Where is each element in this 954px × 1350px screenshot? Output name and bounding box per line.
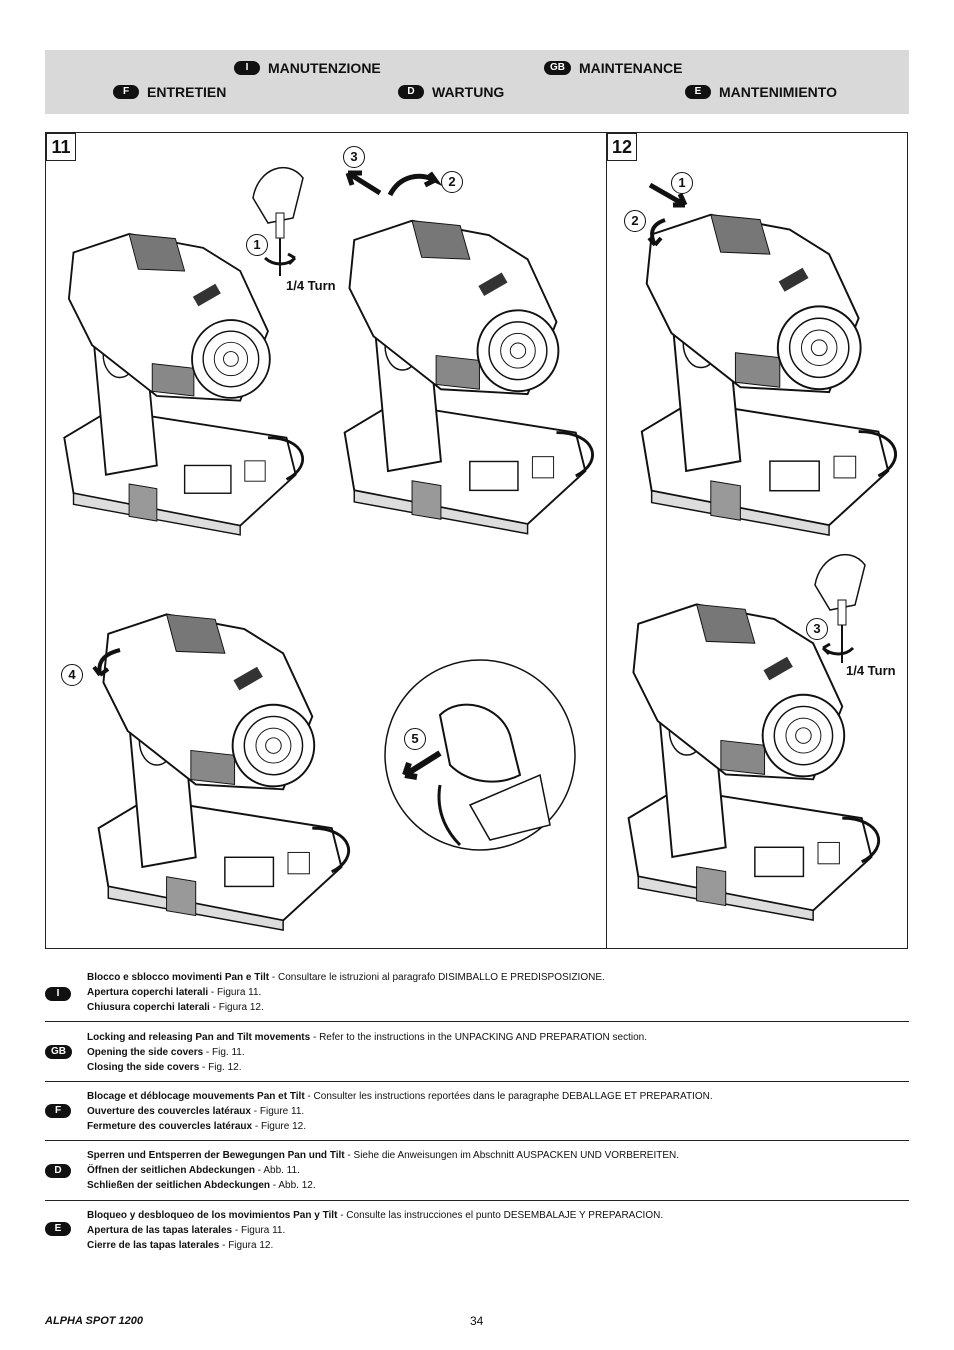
figure-number-11: 11 bbox=[46, 133, 76, 161]
section-f: F Blocage et déblocage mouvements Pan et… bbox=[45, 1089, 909, 1139]
lang-badge-f: F bbox=[45, 1104, 71, 1118]
instruction-bold: Opening the side covers bbox=[87, 1047, 204, 1058]
instruction-text: - Siehe die Anweisungen im Abschnitt AUS… bbox=[344, 1150, 680, 1161]
instruction-bold: Fermeture des couvercles latéraux bbox=[87, 1121, 253, 1132]
instruction-bold: Bloqueo y desbloqueo de los movimientos … bbox=[87, 1210, 338, 1221]
instruction-text: - Consulter les instructions reportées d… bbox=[304, 1091, 713, 1102]
instruction-text: - Consulte las instrucciones el punto DE… bbox=[337, 1210, 664, 1221]
quarter-turn-label: 1/4 Turn bbox=[286, 278, 336, 293]
step-marker-2: 2 bbox=[624, 210, 646, 232]
page-number: 34 bbox=[470, 1314, 484, 1328]
lang-badge-d: D bbox=[45, 1164, 71, 1178]
step-marker-3: 3 bbox=[343, 146, 365, 168]
instruction-text: - Abb. 11. bbox=[255, 1165, 300, 1176]
instruction-bold: Schließen der seitlichen Abdeckungen bbox=[87, 1180, 271, 1191]
section-divider bbox=[45, 1021, 909, 1022]
lift-arrow-icon bbox=[345, 170, 443, 197]
section-d: D Sperren und Entsperren der Bewegungen … bbox=[45, 1148, 909, 1198]
lang-badge-d: D bbox=[398, 85, 424, 99]
open-cover-arrow-icon bbox=[92, 648, 121, 677]
step-marker-4: 4 bbox=[61, 664, 83, 686]
instruction-bold: Apertura de las tapas laterales bbox=[87, 1225, 233, 1236]
instruction-text: - Fig. 11. bbox=[203, 1047, 245, 1058]
step-marker-1: 1 bbox=[671, 172, 693, 194]
section-f-text: Blocage et déblocage mouvements Pan et T… bbox=[87, 1089, 713, 1134]
section-gb: GB Locking and releasing Pan and Tilt mo… bbox=[45, 1030, 909, 1080]
step-marker-1: 1 bbox=[246, 234, 268, 256]
instruction-bold: Cierre de las tapas laterales bbox=[87, 1240, 220, 1251]
pull-arrow-icon bbox=[402, 750, 442, 780]
section-e-text: Bloqueo y desbloqueo de los movimientos … bbox=[87, 1208, 663, 1253]
footer-product-title: ALPHA SPOT 1200 bbox=[45, 1315, 144, 1327]
instruction-text: - Abb. 12. bbox=[270, 1180, 316, 1191]
instruction-text: - Figura 11. bbox=[232, 1225, 286, 1236]
step-marker-3: 3 bbox=[806, 618, 828, 640]
header-item-gb: GB MAINTENANCE bbox=[544, 60, 682, 76]
header-label-f: ENTRETIEN bbox=[147, 84, 227, 100]
instruction-text: - Figure 11. bbox=[250, 1106, 305, 1117]
lang-badge-i: I bbox=[234, 61, 260, 75]
instruction-bold: Closing the side covers bbox=[87, 1062, 200, 1073]
quarter-turn-label: 1/4 Turn bbox=[846, 663, 896, 678]
instruction-text: - Refer to the instructions in the UNPAC… bbox=[310, 1032, 647, 1043]
instruction-text: - Fig. 12. bbox=[199, 1062, 242, 1073]
instruction-bold: Apertura coperchi laterali bbox=[87, 987, 209, 998]
header-label-i: MANUTENZIONE bbox=[268, 60, 381, 76]
fixture-illustration-11b bbox=[343, 219, 594, 536]
language-header: I MANUTENZIONE GB MAINTENANCE F ENTRETIE… bbox=[45, 50, 909, 114]
lang-badge-e: E bbox=[45, 1222, 71, 1236]
figure-number-12: 12 bbox=[607, 133, 637, 161]
section-i: I Blocco e sblocco movimenti Pan e Tilt … bbox=[45, 970, 909, 1020]
instruction-bold: Ouverture des couvercles latéraux bbox=[87, 1106, 251, 1117]
header-item-f: F ENTRETIEN bbox=[113, 84, 226, 100]
instruction-bold: Öffnen der seitlichen Abdeckungen bbox=[87, 1165, 255, 1176]
instruction-text: - Figura 12. bbox=[219, 1240, 274, 1251]
figure-frame bbox=[45, 132, 908, 949]
instruction-bold: Blocage et déblocage mouvements Pan et T… bbox=[87, 1091, 305, 1102]
lang-badge-gb: GB bbox=[544, 61, 571, 75]
push-arrow-icon bbox=[647, 182, 688, 247]
instruction-bold: Chiusura coperchi laterali bbox=[87, 1002, 210, 1013]
step-marker-5: 5 bbox=[404, 728, 426, 750]
screwdriver-hand-icon bbox=[252, 167, 304, 276]
section-e: E Bloqueo y desbloqueo de los movimiento… bbox=[45, 1208, 909, 1258]
detail-circle-illustration bbox=[384, 659, 576, 851]
instruction-text: - Figure 12. bbox=[252, 1121, 307, 1132]
screwdriver-hand-icon bbox=[814, 554, 866, 663]
lang-badge-gb: GB bbox=[45, 1045, 72, 1059]
instruction-bold: Sperren und Entsperren der Bewegungen Pa… bbox=[87, 1150, 345, 1161]
section-d-text: Sperren und Entsperren der Bewegungen Pa… bbox=[87, 1148, 679, 1193]
lang-badge-f: F bbox=[113, 85, 139, 99]
instruction-bold: Locking and releasing Pan and Tilt movem… bbox=[87, 1032, 311, 1043]
quarter-turn-arrow-icon bbox=[821, 642, 855, 656]
quarter-turn-arrow-icon bbox=[264, 252, 297, 266]
section-divider bbox=[45, 1140, 909, 1141]
figure-divider bbox=[606, 132, 607, 949]
section-divider bbox=[45, 1200, 909, 1201]
header-item-e: E MANTENIMIENTO bbox=[685, 84, 837, 100]
header-item-d: D WARTUNG bbox=[398, 84, 504, 100]
header-label-d: WARTUNG bbox=[432, 84, 505, 100]
instruction-text: - Figura 11. bbox=[208, 987, 262, 998]
lang-badge-e: E bbox=[685, 85, 711, 99]
header-item-i: I MANUTENZIONE bbox=[234, 60, 381, 76]
instruction-text: - Consultare le istruzioni al paragrafo … bbox=[269, 972, 605, 983]
lang-badge-i: I bbox=[45, 987, 71, 1001]
instruction-text: - Figura 12. bbox=[209, 1002, 264, 1013]
instruction-bold: Blocco e sblocco movimenti Pan e Tilt bbox=[87, 972, 270, 983]
section-gb-text: Locking and releasing Pan and Tilt movem… bbox=[87, 1030, 647, 1075]
header-label-e: MANTENIMIENTO bbox=[719, 84, 837, 100]
step-marker-2: 2 bbox=[441, 171, 463, 193]
section-divider bbox=[45, 1081, 909, 1082]
header-label-gb: MAINTENANCE bbox=[579, 60, 683, 76]
section-i-text: Blocco e sblocco movimenti Pan e Tilt - … bbox=[87, 970, 605, 1015]
